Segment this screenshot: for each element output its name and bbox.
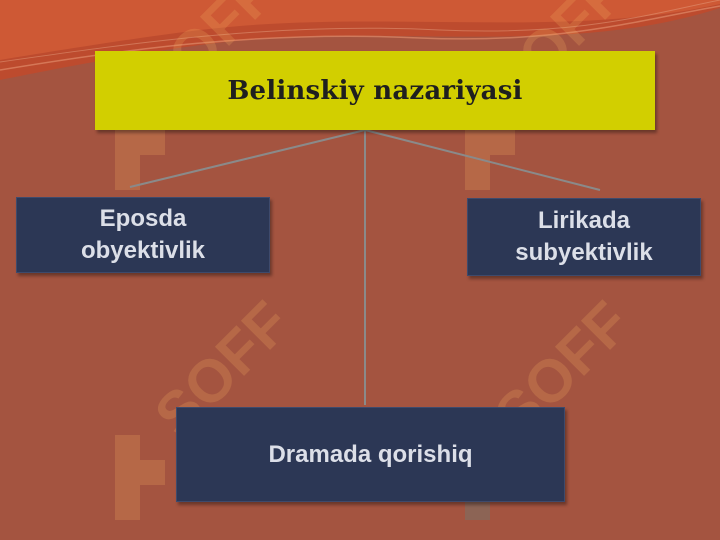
node-dramada-label: Dramada qorishiq bbox=[268, 440, 473, 468]
node-dramada: Dramada qorishiq bbox=[176, 407, 565, 502]
node-lirikada-line1: Lirikada bbox=[537, 207, 631, 234]
connector-title-left bbox=[129, 129, 366, 188]
diagram-title-box: Belinskiy nazariyasi bbox=[95, 51, 655, 130]
node-eposda-label: Eposda obyektivlik bbox=[81, 203, 205, 267]
node-lirikada-label: Lirikada subyektivlik bbox=[515, 205, 652, 269]
connector-title-right bbox=[364, 129, 601, 191]
node-lirikada: Lirikada subyektivlik bbox=[467, 198, 701, 276]
diagram-title: Belinskiy nazariyasi bbox=[227, 75, 523, 106]
node-eposda-line2: obyektivlik bbox=[80, 237, 206, 264]
node-eposda-line1: Eposda bbox=[99, 205, 187, 232]
node-eposda: Eposda obyektivlik bbox=[16, 197, 270, 273]
node-lirikada-line2: subyektivlik bbox=[515, 239, 653, 266]
